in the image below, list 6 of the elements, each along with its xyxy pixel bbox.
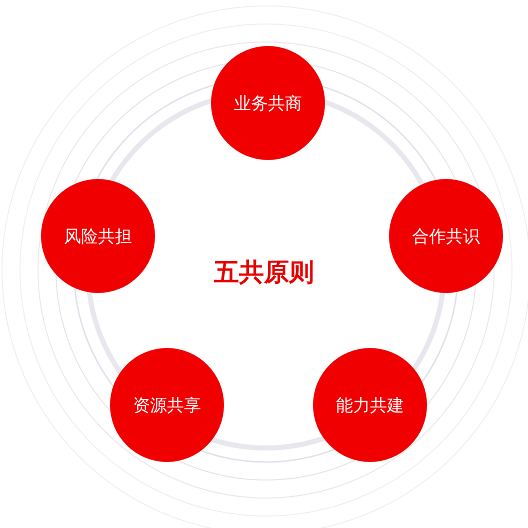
principle-circle: 能力共建	[313, 348, 427, 462]
principle-circle: 风险共担	[41, 179, 155, 293]
title: 五共原则	[214, 256, 314, 288]
principle-circle: 合作共识	[389, 179, 503, 293]
principle-circle: 业务共商	[211, 46, 325, 160]
principle-circle: 资源共享	[110, 348, 224, 462]
